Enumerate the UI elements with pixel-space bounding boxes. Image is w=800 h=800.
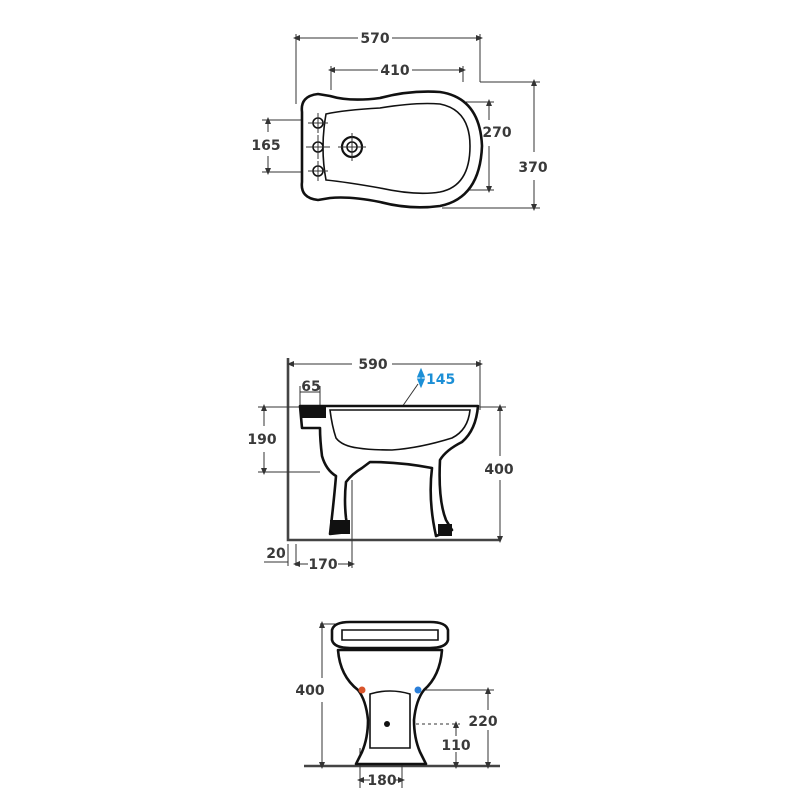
label-590: 590 [358, 357, 387, 373]
label-165: 165 [251, 138, 280, 154]
bidet-front-body [336, 648, 444, 766]
bidet-front-rim-inner [341, 629, 439, 641]
dim-inlet-height: 190 [247, 404, 320, 475]
hot-supply-marker [358, 686, 366, 694]
outlet-point [384, 721, 390, 727]
dim-rim-offset: 65 [299, 379, 321, 406]
label-370: 370 [518, 160, 547, 176]
bidet-side-bowl [329, 409, 471, 451]
wall-and-floor [286, 358, 500, 542]
dim-base-width: 180 [357, 748, 405, 789]
dim-overall-depth: 370 [442, 79, 548, 211]
dim-outlet-distance: 170 [293, 480, 355, 573]
label-570: 570 [360, 31, 389, 47]
base-foot-front [438, 524, 452, 536]
label-side-400: 400 [484, 462, 513, 478]
label-110: 110 [441, 738, 470, 754]
tap-hole-bottom [308, 161, 328, 181]
label-190: 190 [247, 432, 276, 448]
label-65: 65 [301, 379, 320, 395]
tap-hole-middle [306, 135, 330, 159]
dim-supply-height: 220 [420, 687, 498, 769]
tap-fitting [300, 406, 326, 418]
dim-bowl-depth: 270 [466, 99, 512, 193]
label-20: 20 [266, 546, 286, 562]
cold-supply-marker [414, 686, 422, 694]
label-410: 410 [380, 63, 409, 79]
bidet-front-rim [330, 620, 450, 650]
front-view: 400 220 110 180 [295, 620, 500, 789]
dim-overall-width: 570 [293, 31, 483, 104]
tap-hole-top [308, 113, 328, 133]
dim-bowl-width: 410 [328, 63, 466, 90]
label-front-400: 400 [295, 683, 324, 699]
label-220: 220 [468, 714, 497, 730]
bidet-plan-bowl [322, 102, 471, 195]
dim-front-height: 400 [295, 621, 346, 769]
dim-outlet-height: 110 [404, 721, 471, 769]
dim-overall-length: 590 [287, 357, 483, 410]
base-foot-rear [330, 520, 350, 534]
label-180: 180 [367, 773, 396, 789]
bidet-plan-outline [300, 90, 484, 209]
label-270: 270 [482, 125, 511, 141]
top-view: 570 410 370 270 [251, 31, 548, 211]
bidet-front-pedestal-window [369, 690, 411, 749]
dim-floor-gap: 20 [264, 544, 297, 566]
side-view: 590 65 145 190 400 [247, 357, 513, 573]
label-145: 145 [426, 372, 455, 388]
bidet-side-profile [298, 404, 480, 538]
label-170: 170 [308, 557, 337, 573]
drain-hole [338, 133, 366, 161]
dim-side-height: 400 [480, 404, 514, 543]
